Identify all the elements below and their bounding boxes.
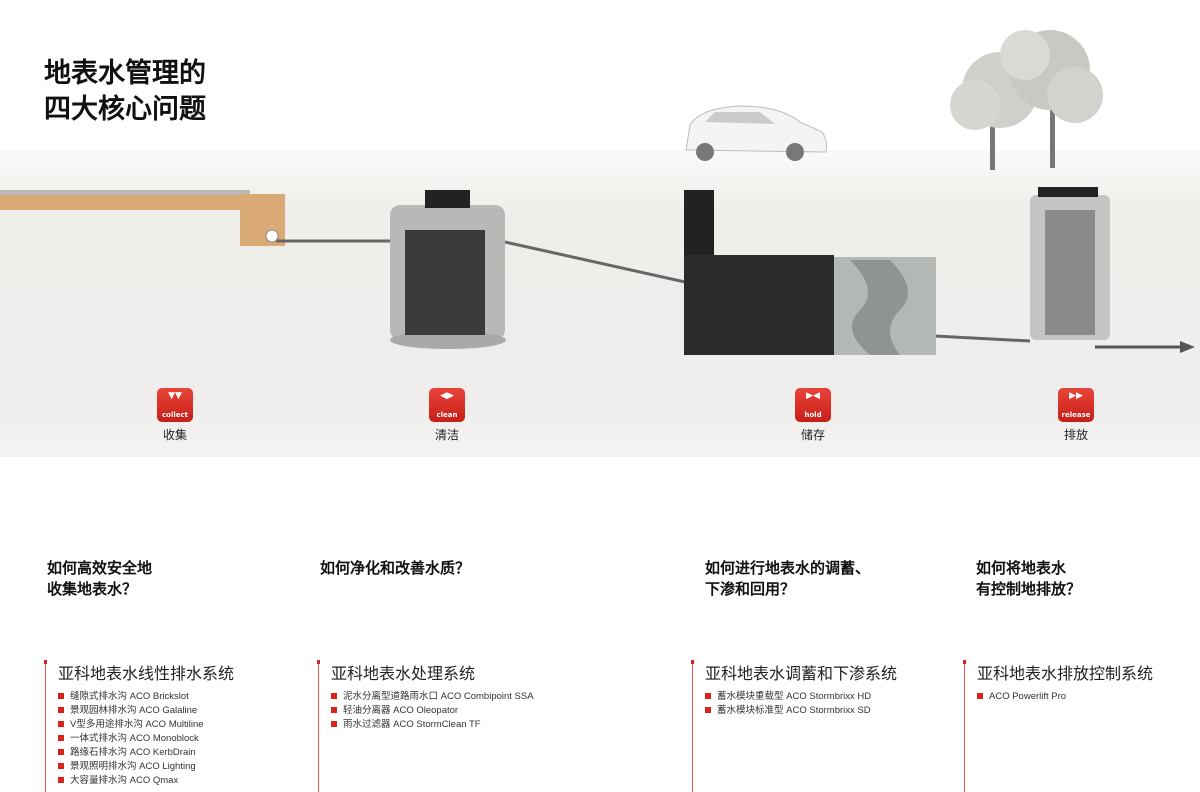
system-collect: 亚科地表水线性排水系统 缝隙式排水沟 ACO Brickslot 景观园林排水沟… — [43, 660, 235, 792]
product-item: 大容量排水沟 ACO Qmax — [58, 774, 234, 788]
question-line: 有控制地排放？ — [976, 580, 1082, 598]
separator-tank — [390, 190, 506, 349]
stage-label: 清洁 — [434, 428, 459, 442]
product-item: 轻油分离器 ACO Oleopator — [331, 704, 534, 718]
clean-word: clean — [436, 411, 458, 419]
system-release: 亚科地表水排放控制系统 ACO Powerlift Pro — [962, 660, 1154, 792]
stage-clean: ◀▶ clean 清洁 — [417, 388, 477, 443]
title-line: 四大核心问题 — [44, 94, 206, 125]
question-line: 如何进行地表水的调蓄、 — [705, 559, 871, 577]
hold-icon: ▶◀ hold — [795, 388, 831, 422]
collect-word: collect — [161, 411, 188, 419]
car-illustration — [685, 105, 827, 161]
stage-hold: ▶◀ hold 储存 — [783, 388, 843, 443]
clean-symbol: ◀▶ — [440, 391, 454, 401]
drainage-channel — [0, 190, 285, 246]
question-line: 如何净化和改善水质？ — [320, 559, 471, 577]
product-item: 蓄水模块标准型 ACO Stormbrixx SD — [705, 704, 897, 718]
product-item: 路缘石排水沟 ACO KerbDrain — [58, 746, 234, 760]
system-clean: 亚科地表水处理系统 泥水分离型道路雨水口 ACO Combipoint SSA … — [317, 660, 534, 792]
stage-label: 收集 — [162, 428, 187, 442]
collect-symbol: ▼▼ — [168, 391, 182, 401]
pump-station — [1030, 187, 1110, 340]
product-item: 景观园林排水沟 ACO Galaline — [58, 704, 234, 718]
stage-label: 排放 — [1063, 428, 1088, 442]
product-item: 雨水过滤器 ACO StormClean TF — [331, 718, 534, 732]
question-line: 下渗和回用？ — [705, 580, 796, 598]
question-line: 如何将地表水 — [976, 559, 1067, 577]
storage-module — [684, 190, 936, 355]
clean-icon: ◀▶ clean — [429, 388, 465, 422]
system-title: 亚科地表水调蓄和下渗系统 — [705, 664, 898, 683]
hold-symbol: ▶◀ — [806, 391, 820, 401]
system-title: 亚科地表水线性排水系统 — [58, 664, 235, 683]
product-item: V型多用途排水沟 ACO Multiline — [58, 718, 234, 732]
question-clean: 如何净化和改善水质？ — [320, 558, 470, 579]
product-item: 缝隙式排水沟 ACO Brickslot — [58, 690, 234, 704]
release-symbol: ▶▶ — [1069, 391, 1083, 401]
question-collect: 如何高效安全地收集地表水？ — [47, 558, 152, 600]
title-line: 地表水管理的 — [44, 58, 206, 89]
release-word: release — [1061, 411, 1091, 419]
page-title: 地表水管理的 四大核心问题 — [44, 56, 206, 128]
system-hold: 亚科地表水调蓄和下渗系统 蓄水模块重载型 ACO Stormbrixx HD 蓄… — [690, 660, 898, 792]
system-title: 亚科地表水处理系统 — [331, 664, 476, 683]
tree-illustration — [950, 30, 1103, 170]
product-item: ACO Powerlift Pro — [977, 690, 1153, 704]
collect-icon: ▼▼ collect — [157, 388, 193, 422]
product-item: 泥水分离型道路雨水口 ACO Combipoint SSA — [331, 690, 534, 704]
product-item: 一体式排水沟 ACO Monoblock — [58, 732, 234, 746]
product-item: 景观照明排水沟 ACO Lighting — [58, 760, 234, 774]
question-line: 如何高效安全地 — [47, 559, 153, 577]
system-title: 亚科地表水排放控制系统 — [977, 664, 1154, 683]
hold-word: hold — [804, 411, 822, 419]
question-release: 如何将地表水有控制地排放？ — [976, 558, 1081, 600]
product-item: 蓄水模块重载型 ACO Stormbrixx HD — [705, 690, 897, 704]
stage-release: ▶▶ release 排放 — [1046, 388, 1106, 443]
stage-label: 储存 — [800, 428, 825, 442]
drainage-illustration — [0, 30, 1195, 355]
release-icon: ▶▶ release — [1058, 388, 1094, 422]
question-hold: 如何进行地表水的调蓄、下渗和回用？ — [705, 558, 870, 600]
stage-collect: ▼▼ collect 收集 — [145, 388, 205, 443]
question-line: 收集地表水？ — [47, 580, 138, 598]
